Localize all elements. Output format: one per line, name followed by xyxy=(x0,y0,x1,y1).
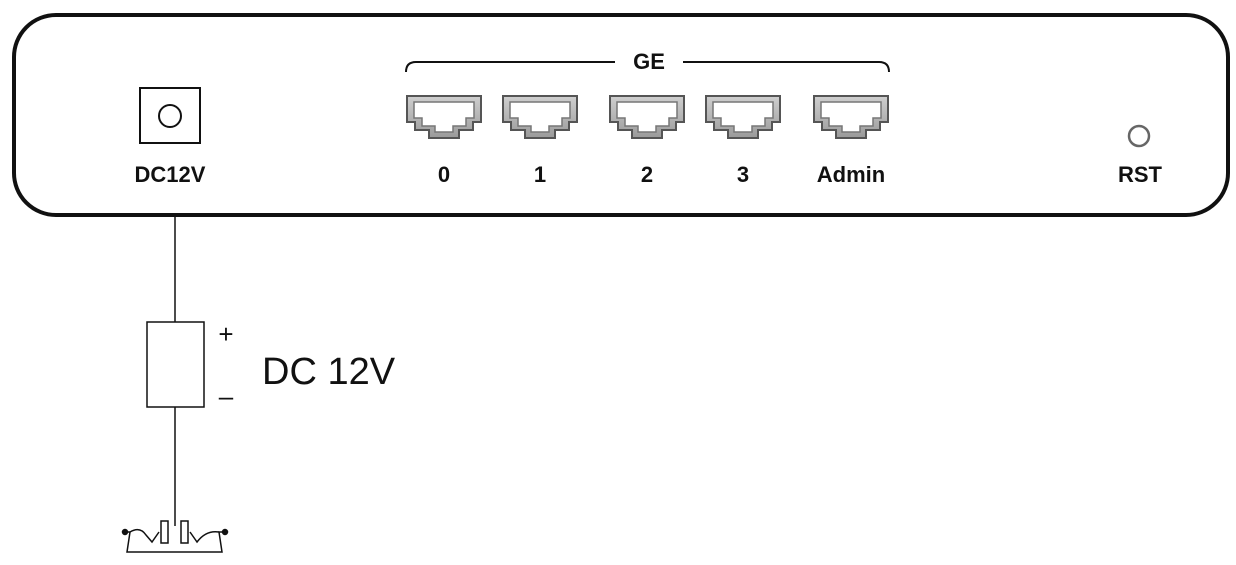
port-label-2: 2 xyxy=(641,162,653,187)
port-label-admin: Admin xyxy=(817,162,885,187)
ethernet-port-0 xyxy=(406,95,482,139)
power-port-label: DC12V xyxy=(135,162,206,187)
mains-plug-icon xyxy=(121,520,229,553)
ethernet-port-3 xyxy=(705,95,781,139)
power-jack-socket-icon xyxy=(158,104,182,128)
power-supply-label: DC 12V xyxy=(262,351,396,393)
reset-button-icon xyxy=(1127,124,1151,148)
ethernet-port-1 xyxy=(502,95,578,139)
reset-label: RST xyxy=(1118,162,1163,187)
ethernet-port-2 xyxy=(609,95,685,139)
ethernet-port-admin xyxy=(813,95,889,139)
port-label-0: 0 xyxy=(438,162,450,187)
power-supply-box xyxy=(146,321,205,408)
negative-terminal-symbol: – xyxy=(219,381,234,411)
ge-group-label: GE xyxy=(633,49,665,74)
ge-bracket xyxy=(405,61,890,73)
port-label-3: 3 xyxy=(737,162,749,187)
power-jack xyxy=(139,87,201,144)
positive-terminal-symbol: + xyxy=(218,319,233,349)
port-label-1: 1 xyxy=(534,162,546,187)
